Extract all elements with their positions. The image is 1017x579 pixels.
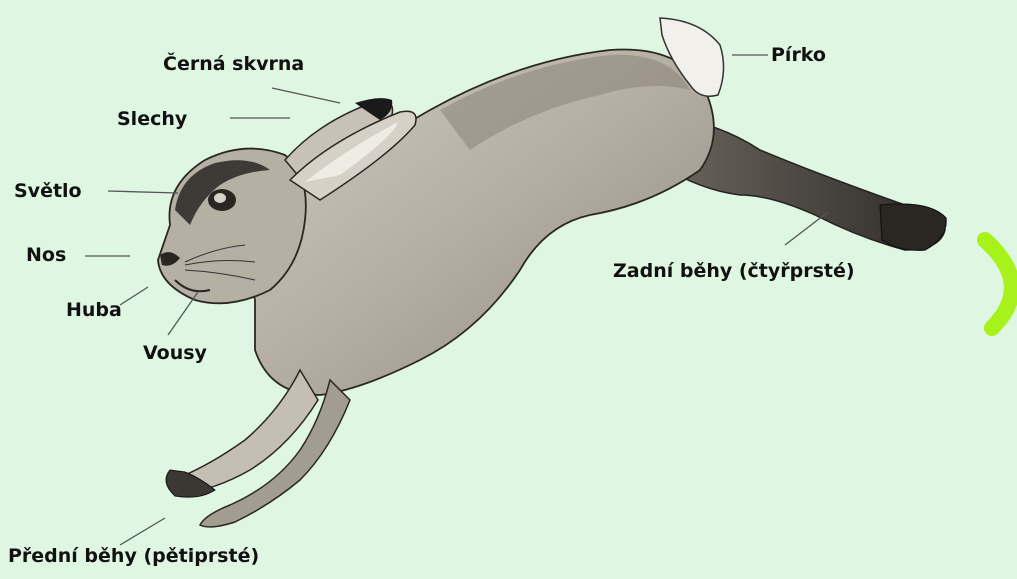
label-nose: Nos [26,246,66,265]
accent-arc [985,240,1012,328]
label-whiskers: Vousy [143,344,207,363]
label-tail: Pírko [771,46,826,65]
label-eye: Světlo [14,182,82,201]
label-front-legs: Přední běhy (pětiprsté) [8,547,259,566]
front-leg-back [200,380,350,527]
label-mouth: Huba [66,301,122,320]
label-black-spot: Černá skvrna [163,55,304,74]
label-hind-legs: Zadní běhy (čtyřprsté) [613,262,855,281]
label-ears: Slechy [117,110,187,129]
